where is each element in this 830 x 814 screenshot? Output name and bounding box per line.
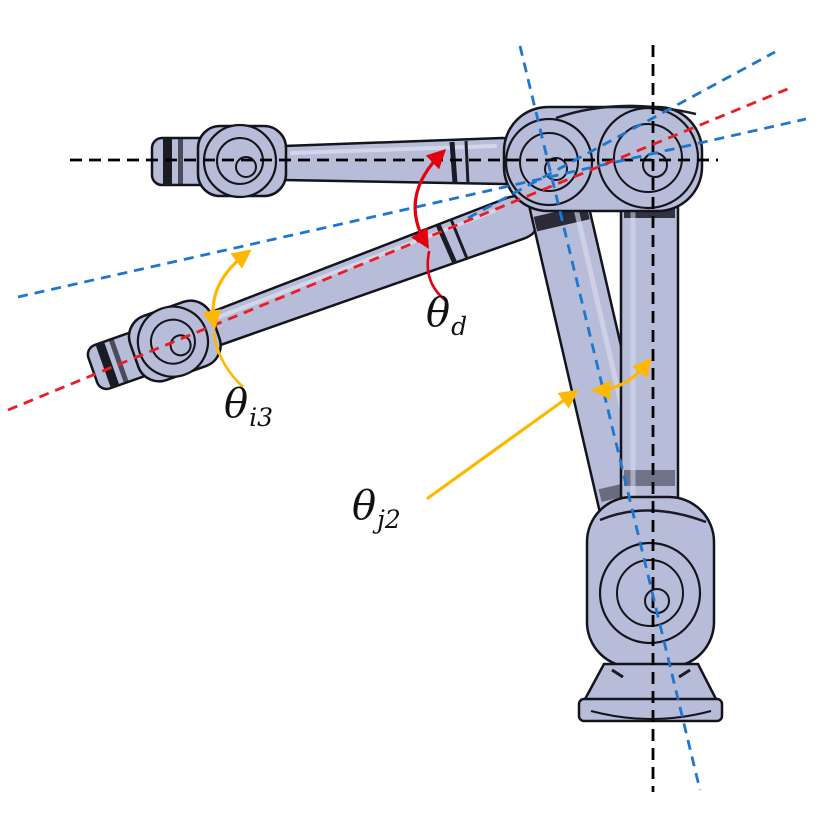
top-arm-endcap-ring <box>163 138 172 185</box>
vertical-arm-collar-bottom <box>624 470 675 486</box>
top-arm-endcap-ring2 <box>178 139 183 184</box>
theta-d-symbol: θ <box>426 290 451 336</box>
angle-annotations <box>202 148 652 500</box>
theta-i3-arc-arrow <box>202 249 252 330</box>
lower-arm-endcap-ring2 <box>109 339 129 383</box>
theta-d-subscript: d <box>451 312 468 341</box>
theta-d-arc-arrow <box>410 148 447 249</box>
lower-arm-endcap-ring <box>95 341 120 389</box>
theta-i3-label: θi3 <box>224 384 273 430</box>
axis-red-lower-arm-dashed <box>7 86 791 412</box>
top-arm-collar-ring2 <box>464 140 470 185</box>
theta-i3-subscript: i3 <box>249 403 273 432</box>
shoulder-joint-right-ring <box>613 123 683 193</box>
top-arm-highlight <box>290 144 497 155</box>
base-plate-curve <box>590 710 712 720</box>
theta-j2-subscript: j2 <box>377 505 401 534</box>
robot-arm-illustration <box>86 104 724 723</box>
theta-j2-arrow <box>426 389 579 500</box>
base-flange <box>581 662 720 703</box>
theta-j2-label: θj2 <box>352 486 401 532</box>
theta-j2-symbol: θ <box>352 483 377 529</box>
shoulder-joint-left-ring <box>519 132 579 192</box>
base-flange-mark-left <box>611 668 624 679</box>
base-plate <box>577 697 724 723</box>
base-flange-mark-right <box>678 668 691 679</box>
base-joint-ring <box>616 559 684 627</box>
top-arm-collar-ring <box>449 141 458 184</box>
theta-j2-arc-arrow <box>591 357 652 400</box>
base-groove <box>599 509 707 524</box>
shoulder-joint-left-hub <box>544 157 568 181</box>
lower-wrist-hub <box>169 334 192 357</box>
theta-i3-symbol: θ <box>224 381 249 427</box>
base-joint <box>598 541 702 645</box>
shoulder-joints <box>502 104 704 213</box>
shoulder-groove <box>555 104 697 120</box>
base-assembly <box>577 495 724 723</box>
axis-blue-upper-arm-dashed <box>518 45 702 791</box>
theta-d-label: θd <box>426 293 467 339</box>
lower-wrist-ring <box>149 318 196 365</box>
theta-d-leader <box>426 250 447 302</box>
reference-lines <box>7 45 807 792</box>
axis-blue-shoulder-dashed <box>467 50 776 220</box>
theta-i3-leader <box>212 330 244 388</box>
top-wrist-hub <box>235 156 257 178</box>
